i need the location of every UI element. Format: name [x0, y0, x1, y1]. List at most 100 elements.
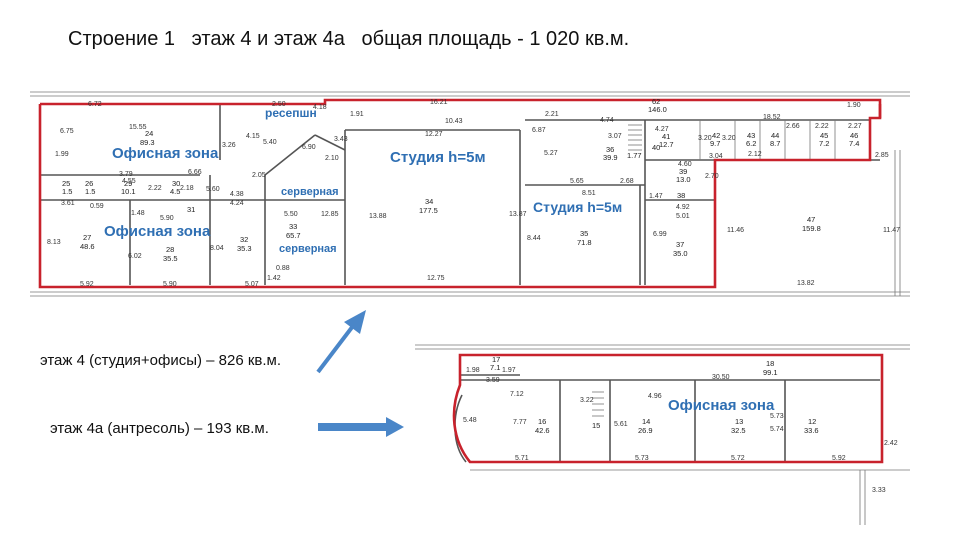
room-25-area: 1.5 — [62, 187, 72, 196]
room-42-number: 42 — [712, 131, 720, 140]
room-13-area: 32.5 — [731, 426, 746, 435]
dim-label: 3.26 — [222, 142, 236, 149]
dim-label: 2.05 — [252, 172, 266, 179]
dim-label: 1.90 — [847, 102, 861, 109]
room-24-number: 24 — [145, 129, 153, 138]
room-29-area: 10.1 — [121, 187, 136, 196]
dim-label: 4.96 — [648, 393, 662, 400]
room-44-number: 44 — [771, 131, 779, 140]
room-36-number: 36 — [606, 145, 614, 154]
floor4-plan — [30, 91, 910, 297]
dim-label: 2.22 — [815, 123, 829, 130]
room-12-area: 33.6 — [804, 426, 819, 435]
dim-label: 3.43 — [334, 136, 348, 143]
room-39-number: 39 — [679, 167, 687, 176]
dim-label: 5.92 — [832, 455, 846, 462]
room-34-area: 177.5 — [419, 206, 438, 215]
room-30-area: 4.5 — [170, 187, 180, 196]
zone-reception: ресепшн — [265, 106, 317, 120]
dim-label: 5.27 — [544, 150, 558, 157]
dim-label: 3.33 — [872, 487, 886, 494]
dim-label: 3.22 — [580, 397, 594, 404]
dim-label: 2.66 — [786, 123, 800, 130]
page-title: Строение 1 этаж 4 и этаж 4а общая площад… — [68, 28, 630, 50]
room-40-area: 1.77 — [627, 151, 642, 160]
room-26-area: 1.5 — [85, 187, 95, 196]
room-14-number: 14 — [642, 417, 650, 426]
dim-label: 1.91 — [350, 111, 364, 118]
dim-label: 0.88 — [276, 265, 290, 272]
room-16-number: 16 — [538, 417, 546, 426]
dim-label: 7.77 — [513, 419, 527, 426]
room-35-area: 71.8 — [577, 238, 592, 247]
dim-label: 13.88 — [369, 213, 387, 220]
dim-label: 2.27 — [848, 123, 862, 130]
dim-label: 2.68 — [620, 178, 634, 185]
floor4a-plan — [415, 344, 910, 525]
room-18-number: 18 — [766, 359, 774, 368]
dim-label: 5.60 — [206, 186, 220, 193]
dim-label: 18.52 — [763, 114, 781, 121]
zone-studio-2: Студия h=5м — [533, 199, 622, 215]
dim-label: 2.18 — [180, 185, 194, 192]
dim-label: 1.47 — [649, 193, 663, 200]
room-41-number: 41 — [662, 132, 670, 141]
dim-label: 1.42 — [267, 275, 281, 282]
room-31-number: 31 — [187, 205, 195, 214]
dim-label: 5.61 — [614, 421, 628, 428]
dim-label: 2.42 — [884, 440, 898, 447]
dim-label: 2.70 — [705, 173, 719, 180]
room-18-area: 99.1 — [763, 368, 778, 377]
dim-label: 5.71 — [515, 455, 529, 462]
room-40-number: 40 — [652, 143, 660, 152]
dim-label: 6.02 — [128, 253, 142, 260]
dim-label: 3.20 — [698, 135, 712, 142]
dim-label: 2.10 — [325, 155, 339, 162]
dim-label: 1.99 — [55, 151, 69, 158]
dim-label: 15.55 — [129, 124, 147, 131]
room-43-number: 43 — [747, 131, 755, 140]
room-37-area: 35.0 — [673, 249, 688, 258]
dim-label: 10.43 — [445, 118, 463, 125]
dim-label: 4.74 — [600, 117, 614, 124]
room-14-area: 26.9 — [638, 426, 653, 435]
dim-label: 6.72 — [88, 101, 102, 108]
floor4a-dimensions: 1.98 1.97 3.59 7.12 30.50 4.96 3.22 5.48… — [463, 367, 898, 494]
room-35-number: 35 — [580, 229, 588, 238]
dim-label: 8.04 — [210, 245, 224, 252]
dim-label: 5.90 — [160, 215, 174, 222]
dim-label: 6.90 — [302, 144, 316, 151]
dim-label: 4.24 — [230, 200, 244, 207]
dim-label: 1.48 — [131, 210, 145, 217]
room-39-area: 13.0 — [676, 175, 691, 184]
dim-label: 3.04 — [709, 153, 723, 160]
room-15-number: 15 — [592, 421, 600, 430]
floor4-rooms: 24 89.3 25 1.5 26 1.5 27 48.6 28 35.5 29… — [62, 97, 859, 263]
room-30-number: 30 — [172, 179, 180, 188]
dim-label: 3.07 — [608, 133, 622, 140]
room-32-number: 32 — [240, 235, 248, 244]
dim-label: 2.22 — [148, 185, 162, 192]
dim-label: 4.15 — [246, 133, 260, 140]
dim-label: 12.85 — [321, 211, 339, 218]
dim-label: 5.40 — [263, 139, 277, 146]
dim-label: 4.27 — [655, 126, 669, 133]
dim-label: 3.59 — [486, 377, 500, 384]
room-36-area: 39.9 — [603, 153, 618, 162]
dim-label: 4.38 — [230, 191, 244, 198]
dim-label: 8.51 — [582, 190, 596, 197]
dim-label: 5.72 — [731, 455, 745, 462]
legend-floor4a: этаж 4а (антресоль) – 193 кв.м. — [50, 420, 269, 437]
dim-label: 13.82 — [797, 280, 815, 287]
dim-label: 1.97 — [502, 367, 516, 374]
dim-label: 5.50 — [284, 211, 298, 218]
dim-label: 30.50 — [712, 374, 730, 381]
room-45-number: 45 — [820, 131, 828, 140]
dim-label: 5.07 — [245, 281, 259, 288]
arrow-to-floor4a — [318, 417, 404, 437]
dim-label: 2.12 — [748, 151, 762, 158]
room-33-number: 33 — [289, 222, 297, 231]
dim-label: 4.60 — [678, 161, 692, 168]
dim-label: 5.48 — [463, 417, 477, 424]
